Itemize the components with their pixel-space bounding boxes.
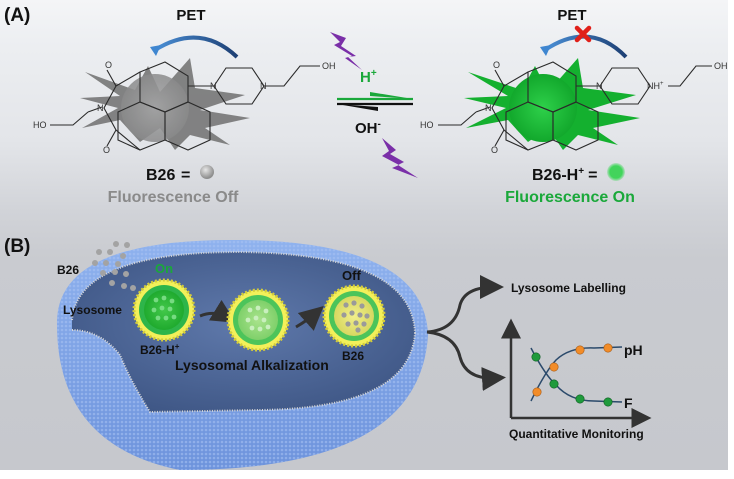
process-arrow-1 [199,299,236,323]
atom-ho-left: HO [33,120,47,130]
atom-oh-left: OH [322,61,336,71]
b26-h-label: B26-H+ [140,342,180,357]
ph-point [603,343,613,353]
lysosome-label: Lysosome [63,303,122,317]
b26-neutral-label: B26 [342,349,364,363]
outcome-arrow-labelling [426,275,504,334]
pet-arrow-head-right [540,45,551,56]
atom-n-imide-left: N [97,103,104,113]
atom-o-top-left: O [105,60,112,70]
outcome-arrow-monitoring [426,330,506,391]
figure-canvas: (A) PET O O N N N HO OH [0,0,728,470]
atom-o-top-right: O [493,60,500,70]
lysosome-off [322,284,386,348]
f-point [575,394,585,404]
forward-arrow-head [370,92,413,99]
ph-point [549,362,559,372]
atom-o-bottom-right: O [491,145,498,155]
off-label: Off [342,268,361,283]
pet-blocked-cross-icon [574,25,592,43]
atom-n-pip1-left: N [210,81,217,91]
f-point [603,397,613,407]
lysosome-labelling-label: Lysosome Labelling [511,281,626,295]
atom-oh-right: OH [714,61,728,71]
f-point [549,379,559,389]
b26-probe-label: B26 [57,263,79,277]
lysosome-alkalizing [226,288,290,352]
pet-label-left: PET [176,7,205,24]
b26-skeleton [50,61,320,151]
atom-n-imide-right: N [485,103,492,113]
f-point [531,352,541,362]
acid-base-equilibrium: H+ OH- [330,32,418,178]
b26-h-name: B26-H+= [532,166,597,184]
reverse-arrow-head [337,104,378,111]
ph-curve [530,346,623,402]
f-markers [531,352,613,407]
atom-ho-right: HO [420,120,434,130]
lightning-bolt-icon-top [330,32,362,70]
b26-h-skeleton [438,61,712,151]
ph-point [575,345,585,355]
b26-molecule: PET O O N N N HO OH B26 = [33,7,336,206]
b26-probe-particles [92,241,136,291]
on-label: On [155,261,173,276]
h-plus-label: H+ [360,68,377,86]
lightning-bolt-icon-bottom [382,138,418,178]
lysosome-on [132,278,196,342]
pet-arrow-head-left [150,45,161,56]
fluorescence-on-label: Fluorescence On [505,189,635,206]
b26-h-molecule: PET O O N N NH+ HO OH [420,7,728,206]
ph-series-label: pH [624,342,643,358]
pet-arrow-left [153,35,239,59]
b26-name: B26 [146,167,175,184]
process-arrow-2 [295,306,324,331]
oh-minus-label: OH- [355,119,381,137]
cell-bowl-illustration [56,239,428,470]
atom-n-pip1-right: N [596,81,603,91]
atom-o-bottom-left: O [103,145,110,155]
panel-b-label: (B) [4,236,30,257]
pet-label-right: PET [557,7,586,24]
fluorescence-off-label: Fluorescence Off [108,189,239,206]
lysosomal-alkalization-label: Lysosomal Alkalization [175,357,329,373]
f-series-label: F [624,395,633,411]
quantitative-monitoring-plot: pH F [501,318,652,428]
ph-markers [532,343,613,397]
gray-dot-icon [200,165,214,179]
atom-n-pip2-left: N [260,81,267,91]
green-dot-core [610,166,622,178]
panel-a-label: (A) [4,5,30,26]
ph-point [532,387,542,397]
b26-equals: = [181,167,190,184]
quantitative-monitoring-label: Quantitative Monitoring [509,427,644,441]
atom-nh-plus-right: NH+ [647,81,664,91]
